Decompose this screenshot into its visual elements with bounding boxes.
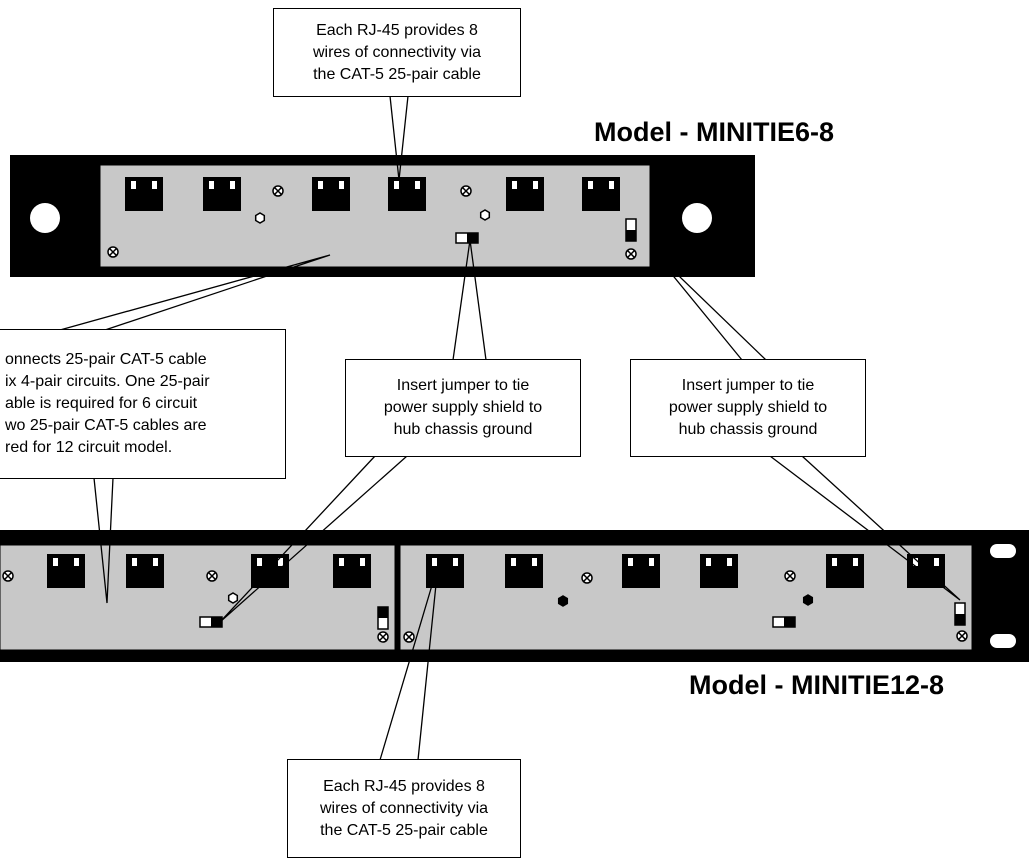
- rj45-port-bottom-10: [907, 554, 945, 588]
- screw-icon: [625, 248, 637, 260]
- callout-rj45-bottom: Each RJ-45 provides 8 wires of connectiv…: [287, 759, 521, 858]
- rj45-port-bottom-9: [826, 554, 864, 588]
- top-jumper-right: [625, 218, 637, 242]
- model-label-bottom: Model - MINITIE12-8: [689, 670, 945, 700]
- rj45-port-bottom-5: [426, 554, 464, 588]
- rj45-port-bottom-6: [505, 554, 543, 588]
- model-label-top: Model - MINITIE6-8: [594, 117, 835, 147]
- top-panel-faceplate: [99, 164, 651, 268]
- screw-icon: [107, 246, 119, 258]
- standoff-icon: [227, 592, 239, 604]
- leader-rj45-top: [389, 95, 409, 181]
- top-mount-hole-left: [30, 203, 60, 233]
- callout-connects-cable: onnects 25-pair CAT-5 cable ix 4-pair ci…: [0, 329, 286, 479]
- screw-icon: [206, 570, 218, 582]
- screw-icon: [784, 570, 796, 582]
- leader-jumper-right-up: [651, 249, 767, 361]
- rj45-port-top-6: [582, 177, 620, 211]
- bottom-mount-slot-top: [990, 544, 1016, 558]
- leader-rj45-bottom: [379, 564, 439, 761]
- rj45-port-top-5: [506, 177, 544, 211]
- bottom-rj45-ports: [47, 554, 945, 588]
- screw-icon: [956, 630, 968, 642]
- rj45-port-bottom-1: [47, 554, 85, 588]
- screw-icon: [403, 631, 415, 643]
- bottom-faceplate-right: [399, 544, 973, 651]
- callout-jumper-right: Insert jumper to tie power supply shield…: [630, 359, 866, 457]
- top-panel: [10, 155, 755, 277]
- callout-rj45-top: Each RJ-45 provides 8 wires of connectiv…: [273, 8, 521, 97]
- leader-jumper-center-up: [452, 239, 487, 361]
- top-rj45-ports: [125, 177, 620, 211]
- leader-lines: [59, 95, 961, 761]
- top-screws: [107, 185, 637, 260]
- bottom-jumper-left: [199, 616, 223, 628]
- top-mount-hole-right: [682, 203, 712, 233]
- standoff-icon: [479, 209, 491, 221]
- rj45-port-bottom-8: [700, 554, 738, 588]
- standoff-icon: [557, 595, 569, 607]
- bottom-mount-slot-bottom: [990, 634, 1016, 648]
- top-jumper-center: [455, 232, 479, 244]
- screw-icon: [2, 570, 14, 582]
- rj45-port-top-2: [203, 177, 241, 211]
- leader-jumper-right-down: [769, 455, 961, 601]
- rj45-port-bottom-7: [622, 554, 660, 588]
- rj45-port-top-4: [388, 177, 426, 211]
- standoff-icon: [254, 212, 266, 224]
- screw-icon: [460, 185, 472, 197]
- bottom-screws: [2, 570, 968, 643]
- leader-jumper-center-down: [219, 455, 408, 623]
- bottom-panel: [0, 530, 1029, 662]
- rj45-port-bottom-2: [126, 554, 164, 588]
- rj45-port-top-1: [125, 177, 163, 211]
- screw-icon: [377, 631, 389, 643]
- screw-icon: [581, 572, 593, 584]
- rj45-port-top-3: [312, 177, 350, 211]
- leader-connects: [59, 254, 331, 331]
- bottom-jumper-right: [954, 602, 966, 626]
- screw-icon: [272, 185, 284, 197]
- leader-connects-bottom: [93, 477, 114, 604]
- bottom-jumper-center: [772, 616, 796, 628]
- standoff-icon: [802, 594, 814, 606]
- rj45-port-bottom-4: [333, 554, 371, 588]
- callout-jumper-center: Insert jumper to tie power supply shield…: [345, 359, 581, 457]
- bottom-jumper-left-vertical: [377, 606, 389, 630]
